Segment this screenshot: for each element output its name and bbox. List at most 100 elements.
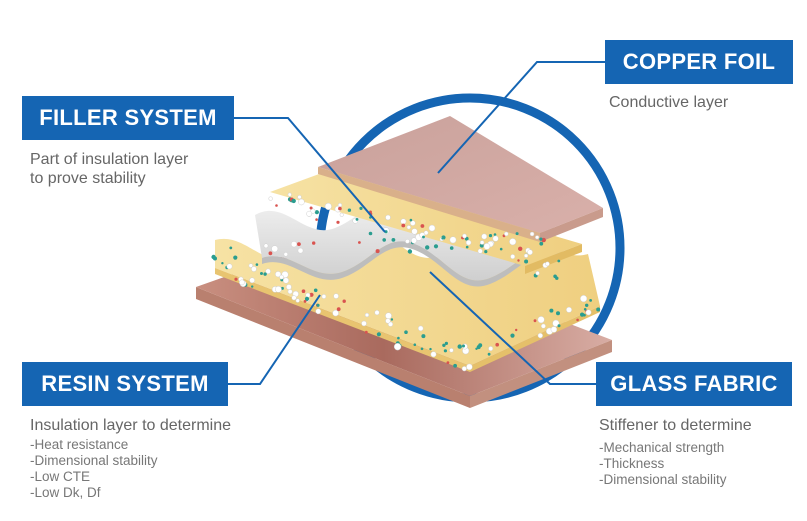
filler-particle <box>255 263 259 266</box>
filler-particle <box>484 250 488 254</box>
filler-particle <box>291 295 297 301</box>
filler-particle <box>385 312 392 320</box>
filler-particle <box>316 303 320 307</box>
filler-particle <box>479 240 485 245</box>
filler-particle <box>449 236 457 244</box>
filler-particle <box>442 343 446 347</box>
list-item: -Dimensional stability <box>599 472 727 487</box>
filler-particle <box>364 330 368 334</box>
filler-particle <box>539 237 543 241</box>
glass-fabric-properties: -Mechanical strength -Thickness -Dimensi… <box>599 440 727 488</box>
filler-particle <box>382 238 387 242</box>
filler-particle <box>510 333 515 338</box>
filler-particle <box>465 245 469 249</box>
filler-particle <box>449 348 454 353</box>
filler-particle <box>409 218 413 222</box>
filler-particle <box>433 244 439 249</box>
list-item: -Low Dk, Df <box>30 485 101 500</box>
filler-particle <box>400 218 407 225</box>
filler-particle <box>279 274 284 280</box>
filler-particle <box>576 318 579 322</box>
filler-particle <box>423 230 429 236</box>
filler-particle <box>539 241 544 246</box>
filler-particle <box>313 288 318 293</box>
filler-particle <box>297 247 304 254</box>
filler-particle <box>557 259 561 263</box>
filler-particle <box>430 351 437 358</box>
filler-particle <box>315 308 322 315</box>
filler-particle <box>239 279 245 286</box>
filler-particle <box>339 212 344 217</box>
filler-particle <box>338 206 342 211</box>
list-item: -Mechanical strength <box>599 440 725 455</box>
filler-particle <box>483 243 491 250</box>
filler-particle <box>449 246 454 250</box>
filler-particle <box>309 206 313 210</box>
filler-particle <box>441 237 444 240</box>
filler-particle <box>221 262 224 265</box>
filler-particle <box>421 334 426 339</box>
filler-particle <box>355 218 359 221</box>
filler-particle <box>453 363 457 368</box>
filler-particle <box>537 332 543 339</box>
filler-particle <box>268 251 273 256</box>
list-item: -Heat resistance <box>30 437 129 452</box>
filler-particle <box>428 224 436 232</box>
filler-particle <box>556 311 560 316</box>
filler-particle <box>566 306 572 313</box>
glass-fabric-leader-line <box>429 271 596 385</box>
filler-particle <box>287 289 293 295</box>
filler-particle <box>251 285 254 288</box>
filler-particle <box>393 343 402 351</box>
filler-particle <box>410 237 418 244</box>
filler-particle <box>309 292 314 297</box>
filler-particle <box>529 231 535 237</box>
filler-particle <box>275 204 278 207</box>
filler-particle <box>493 233 497 236</box>
list-item: -Low CTE <box>30 469 91 484</box>
filler-particle <box>446 361 450 364</box>
top-copper-foil <box>318 116 603 242</box>
filler-particle <box>283 252 289 257</box>
filler-particle <box>271 245 279 253</box>
filler-particle <box>291 198 296 204</box>
filler-particle <box>589 299 592 302</box>
filler-system-leader-line <box>234 117 386 233</box>
filler-particle <box>488 346 494 352</box>
filler-particle <box>375 249 380 254</box>
filler-particle <box>314 210 319 215</box>
filler-particle <box>515 232 519 236</box>
filler-particle <box>211 254 216 260</box>
filler-particle <box>410 220 416 226</box>
filler-particle <box>488 234 493 238</box>
filler-particle <box>478 343 483 348</box>
filler-particle <box>515 328 518 332</box>
filler-particle <box>477 248 483 254</box>
filler-particle <box>290 241 298 248</box>
filler-particle <box>413 343 417 347</box>
filler-particle <box>481 233 488 240</box>
filler-particle <box>286 284 292 290</box>
filler-particle <box>596 307 601 312</box>
copper-foil-label: COPPER FOIL <box>605 40 793 84</box>
filler-particle <box>406 225 411 230</box>
filler-particle <box>535 235 540 240</box>
filler-particle <box>376 332 381 337</box>
filler-particle <box>332 309 339 317</box>
filler-particle <box>585 309 592 316</box>
filler-particle <box>337 202 343 208</box>
resin-system-caption: Insulation layer to determine <box>30 417 231 434</box>
filler-particle <box>374 310 380 316</box>
filler-particle <box>260 272 263 275</box>
filler-particle <box>583 308 587 311</box>
filler-particle <box>385 318 391 324</box>
filler-particle <box>462 344 465 348</box>
filler-particle <box>249 277 255 284</box>
filler-system-caption: Part of insulation layer to prove stabil… <box>30 150 188 188</box>
filler-particle <box>518 246 523 251</box>
filler-particle <box>555 276 559 280</box>
filler-particle <box>524 259 529 264</box>
filler-particle <box>552 319 560 327</box>
filler-particle <box>533 319 537 323</box>
